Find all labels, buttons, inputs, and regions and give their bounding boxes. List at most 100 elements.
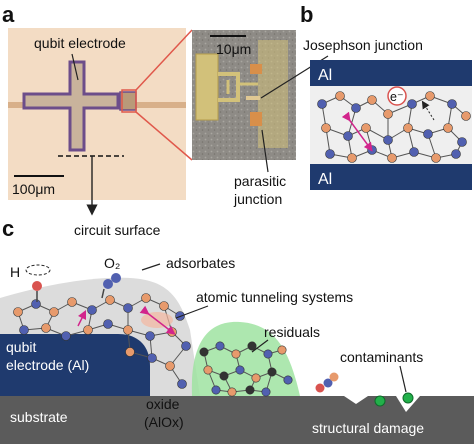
residual-lattice (199, 341, 293, 397)
atom (245, 385, 255, 395)
contaminant-cluster (315, 372, 414, 407)
sem-inset (192, 30, 296, 160)
qubit-cross (22, 60, 120, 152)
adsorbates-pointer (141, 263, 161, 271)
atom (367, 95, 377, 105)
atom (451, 149, 461, 159)
atom (407, 99, 417, 109)
atom (123, 303, 133, 313)
atom (215, 341, 225, 351)
atom (83, 325, 93, 335)
atom (211, 385, 221, 395)
adsorbates-label: adsorbates (166, 255, 235, 271)
residuals-label: residuals (264, 324, 320, 340)
tls-arrow-c (139, 305, 176, 335)
qubit-electrode-label-1: qubit (6, 339, 36, 355)
ats-label: atomic tunneling systems (196, 289, 353, 305)
atom (351, 103, 361, 113)
al-bottom-layer (310, 164, 472, 190)
atom (41, 323, 51, 333)
atom (361, 123, 371, 133)
panel-b-letter: b (300, 2, 313, 27)
oxygen-label: O₂ (104, 255, 120, 271)
electron-label: e⁻ (390, 90, 404, 104)
qubit-electrode-block (0, 334, 150, 396)
atom (335, 91, 345, 101)
atom (141, 293, 151, 303)
atom (383, 109, 393, 119)
substrate-label: substrate (10, 409, 68, 425)
oxygen-molecule (101, 273, 121, 299)
atom (177, 379, 187, 389)
zoom-line-bottom (135, 111, 193, 161)
atom (387, 153, 397, 163)
atom (283, 375, 293, 385)
residuals-pointer (251, 339, 269, 353)
electron-symbol (387, 86, 407, 106)
atom (87, 305, 97, 315)
oxide-label-1: oxide (146, 396, 180, 412)
scale-label-10um: 10μm (216, 41, 251, 57)
atom (105, 295, 115, 305)
contaminants-label: contaminants (340, 349, 423, 365)
parasitic-label-1: parasitic (234, 173, 286, 189)
atom (203, 365, 213, 375)
al-bottom-label: Al (318, 171, 332, 188)
josephson-junction-label: Josephson junction (303, 37, 423, 53)
panel-c-letter: c (2, 216, 14, 241)
panel-a: a qubit electrode 100μm circuit surface (2, 2, 423, 238)
atom (343, 131, 353, 141)
atom (125, 347, 135, 357)
atom (461, 111, 471, 121)
al-top-layer (310, 60, 472, 86)
atom (383, 135, 393, 145)
panel-a-letter: a (2, 2, 15, 27)
atom (347, 153, 357, 163)
oxide-label-2: (AlOx) (144, 414, 184, 430)
residual-mound (191, 321, 300, 396)
atom (425, 91, 435, 101)
atom (277, 345, 287, 355)
atom (165, 361, 175, 371)
atom (49, 307, 59, 317)
hydrogen-adsorbate (25, 264, 51, 302)
parasitic-label-2: junction (233, 191, 282, 207)
substrate-block (0, 396, 474, 444)
atom (181, 341, 191, 351)
atom (19, 325, 29, 335)
contaminants-pointer (399, 365, 407, 393)
atom (431, 153, 441, 163)
atom (409, 147, 419, 157)
tls-arrow-b (341, 111, 373, 152)
atom (231, 349, 241, 359)
tls-arrow-c2 (77, 309, 87, 327)
qubit-electrode-label-2: electrode (Al) (6, 357, 89, 373)
zoom-line-top (135, 29, 193, 91)
atom (447, 99, 457, 109)
atom (443, 123, 453, 133)
ats-pointer (175, 305, 209, 319)
atom (457, 137, 467, 147)
atom (267, 367, 277, 377)
parasitic-junction-pointer (261, 129, 269, 173)
atom (145, 331, 155, 341)
scale-label-100um: 100μm (12, 181, 55, 197)
qubit-electrode-pointer (71, 53, 79, 81)
atom (123, 325, 133, 335)
panel-b: b Al Al e⁻ (300, 2, 472, 190)
hydrogen-label: H (10, 264, 20, 280)
al-top-label: Al (318, 67, 332, 84)
atom (317, 99, 327, 109)
atom (147, 353, 157, 363)
atom (423, 129, 433, 139)
atom (227, 387, 237, 397)
atom (61, 331, 71, 341)
atom (403, 123, 413, 133)
atom (67, 297, 77, 307)
atom (103, 319, 113, 329)
atom (263, 349, 273, 359)
structural-damage-label: structural damage (312, 420, 424, 436)
atom (321, 123, 331, 133)
circuit-surface-label: circuit surface (74, 222, 161, 238)
